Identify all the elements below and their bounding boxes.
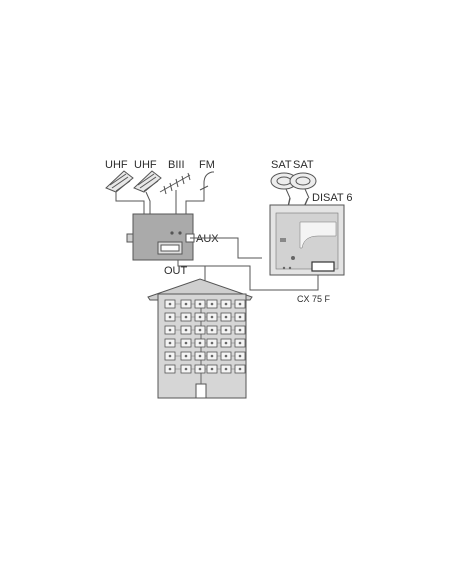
aux-label: AUX bbox=[196, 233, 219, 245]
outlet-socket bbox=[210, 302, 214, 306]
outlet-socket bbox=[168, 341, 172, 345]
outlet-socket bbox=[210, 367, 214, 371]
antenna-label-uhf-2: UHF bbox=[134, 159, 157, 171]
outlet-socket bbox=[238, 341, 242, 345]
outlet-socket bbox=[210, 341, 214, 345]
outlet-socket bbox=[184, 354, 188, 358]
outlet-socket bbox=[168, 315, 172, 319]
outlet-socket bbox=[184, 302, 188, 306]
outlet-socket bbox=[238, 302, 242, 306]
outlet-socket bbox=[224, 328, 228, 332]
outlet-socket bbox=[184, 367, 188, 371]
outlet-socket bbox=[198, 367, 202, 371]
tv-outlets bbox=[164, 299, 246, 374]
outlet-socket bbox=[238, 315, 242, 319]
outlet-socket bbox=[238, 354, 242, 358]
outlet-socket bbox=[224, 315, 228, 319]
outlet-socket bbox=[210, 328, 214, 332]
sat-label-1: SAT bbox=[271, 159, 292, 171]
outlet-socket bbox=[238, 367, 242, 371]
outlet-socket bbox=[184, 341, 188, 345]
outlet-socket bbox=[184, 315, 188, 319]
outlet-socket bbox=[168, 328, 172, 332]
antenna-cables bbox=[115, 190, 205, 214]
outlet-socket bbox=[224, 354, 228, 358]
uhf-antenna-2 bbox=[133, 170, 162, 193]
disat-label: DISAT 6 bbox=[312, 192, 353, 204]
outlet-socket bbox=[198, 341, 202, 345]
outlet-socket bbox=[224, 367, 228, 371]
biii-antenna bbox=[159, 172, 191, 195]
disat6-unit bbox=[269, 204, 345, 276]
outlet-socket bbox=[224, 302, 228, 306]
outlet-socket bbox=[168, 302, 172, 306]
out-label: OUT bbox=[164, 265, 188, 277]
outlet-socket bbox=[168, 354, 172, 358]
antenna-label-fm: FM bbox=[199, 159, 215, 171]
antenna-label-biii: BIII bbox=[168, 159, 185, 171]
aux-cable bbox=[190, 237, 262, 259]
outlet-socket bbox=[198, 302, 202, 306]
building bbox=[147, 278, 253, 399]
outlet-socket bbox=[198, 354, 202, 358]
outlet-socket bbox=[210, 315, 214, 319]
sat-dish-2 bbox=[289, 172, 317, 199]
outlet-socket bbox=[238, 328, 242, 332]
antenna-label-uhf-1: UHF bbox=[105, 159, 128, 171]
outlet-socket bbox=[224, 341, 228, 345]
amplifier-unit bbox=[126, 213, 195, 261]
sat-label-2: SAT bbox=[293, 159, 314, 171]
outlet-socket bbox=[198, 315, 202, 319]
outlet-socket bbox=[198, 328, 202, 332]
fm-antenna bbox=[199, 171, 214, 196]
cx75f-cable bbox=[205, 265, 319, 291]
cx75f-label: CX 75 F bbox=[297, 294, 331, 304]
outlet-socket bbox=[184, 328, 188, 332]
sat-dish-1 bbox=[270, 172, 298, 199]
uhf-antenna-1 bbox=[105, 170, 134, 193]
outlet-socket bbox=[210, 354, 214, 358]
outlet-socket bbox=[168, 367, 172, 371]
